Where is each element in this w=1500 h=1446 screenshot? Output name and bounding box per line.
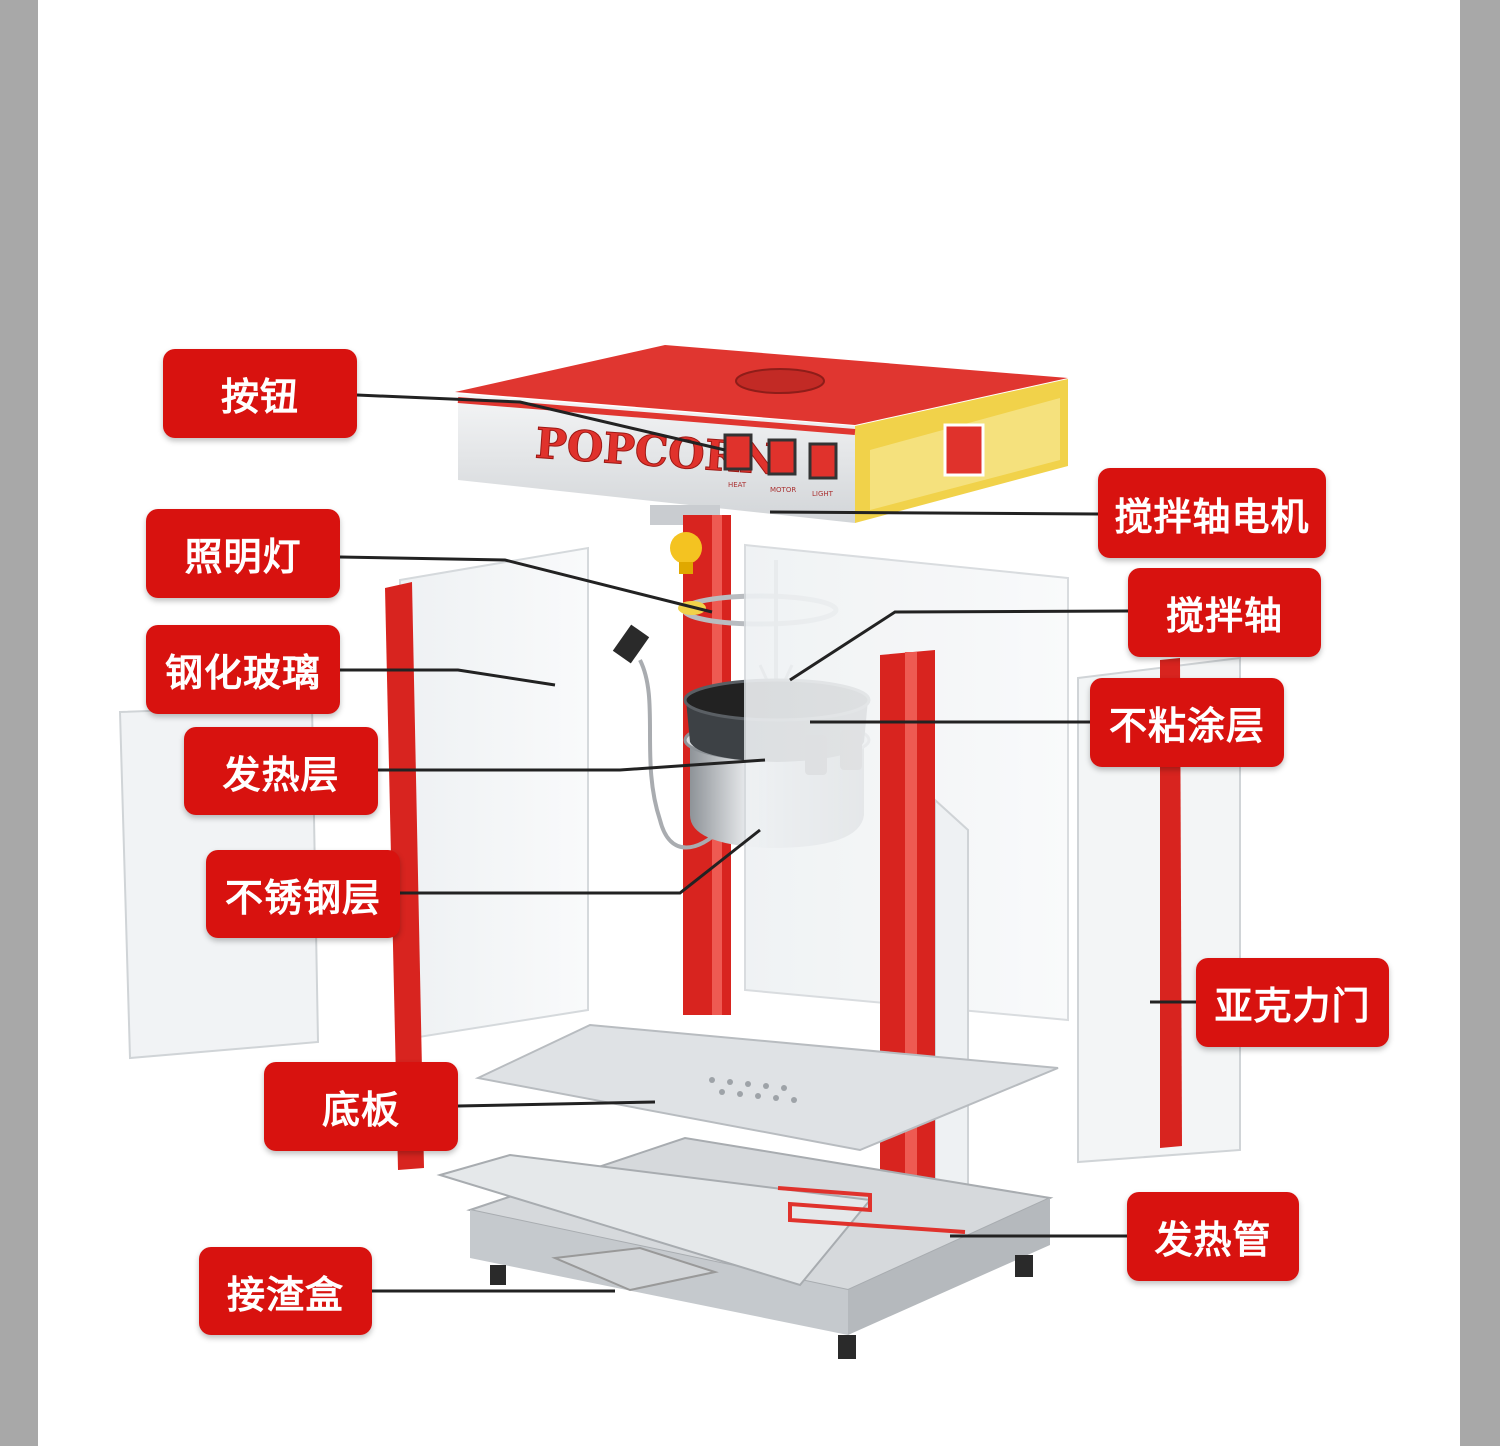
label-nonstick: 不粘涂层 [1090, 678, 1284, 767]
label-residue-box: 接渣盒 [199, 1247, 372, 1335]
leader-stir-motor [770, 512, 1098, 514]
foot-front [838, 1335, 856, 1359]
label-tempered-glass: 钢化玻璃 [146, 625, 340, 714]
foot-right [1015, 1255, 1033, 1277]
label-base-plate: 底板 [264, 1062, 458, 1151]
left-glass-panel [400, 548, 588, 1040]
switch-label-motor: MOTOR [770, 486, 796, 494]
label-stainless-layer: 不锈钢层 [206, 850, 400, 938]
heat-switch-button[interactable] [725, 435, 751, 469]
motor-switch-button[interactable] [769, 440, 795, 474]
front-right-glass [935, 800, 968, 1200]
kettle-handle [613, 625, 649, 664]
popcorn-box-icon [945, 425, 983, 475]
light-switch-button[interactable] [810, 444, 836, 478]
switch-label-light: LIGHT [812, 490, 834, 498]
label-heating-tube: 发热管 [1127, 1192, 1299, 1281]
label-light: 照明灯 [146, 509, 340, 598]
label-stir-motor: 搅拌轴电机 [1098, 468, 1326, 558]
label-acrylic-door: 亚克力门 [1196, 958, 1389, 1047]
top-cabinet: POPCORN HEAT MOTOR LIGHT [455, 345, 1068, 523]
label-button: 按钮 [163, 349, 357, 438]
label-stir-shaft: 搅拌轴 [1128, 568, 1321, 657]
label-heating-layer: 发热层 [184, 727, 378, 815]
foot-left [490, 1265, 506, 1285]
roof-vent-icon [736, 369, 824, 393]
switch-label-heat: HEAT [728, 481, 747, 489]
